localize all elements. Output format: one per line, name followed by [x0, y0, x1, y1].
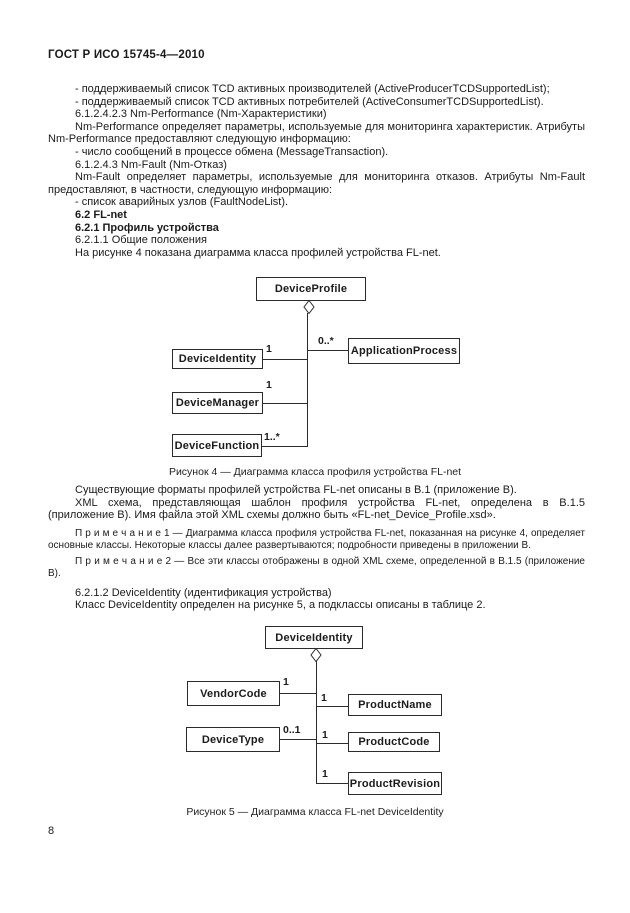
connector-devicemanager: [263, 403, 307, 404]
class-label: DeviceIdentity: [275, 631, 353, 644]
list-item: - число сообщений в процессе обмена (Mes…: [75, 145, 389, 158]
multiplicity-label: 1: [283, 676, 289, 688]
class-label: DeviceManager: [175, 397, 260, 409]
connector-devicetype: [280, 739, 316, 740]
class-box-vendorcode: VendorCode: [187, 681, 280, 706]
class-box-productname: ProductName: [348, 694, 442, 716]
heading-6-2-1-1: 6.2.1.1 Общие положения: [75, 234, 207, 247]
paragraph: Nm-Fault определяет параметры, используе…: [48, 171, 585, 196]
list-item: - поддерживаемый список TCD активных про…: [75, 83, 550, 95]
multiplicity-label: 1: [322, 768, 328, 780]
class-box-deviceidentity-root: DeviceIdentity: [265, 626, 363, 649]
text-block-middle: Существующие форматы профилей устройства…: [48, 484, 585, 612]
connector-applicationprocess: [307, 350, 348, 351]
multiplicity-label: 1: [321, 692, 327, 704]
multiplicity-label: 0..1: [283, 724, 301, 736]
aggregation-diamond-icon: [310, 648, 322, 662]
connector-productcode: [316, 743, 348, 744]
class-box-devicetype: DeviceType: [186, 727, 280, 752]
list-item: - список аварийных узлов (FaultNodeList)…: [75, 196, 289, 209]
running-header: ГОСТ Р ИСО 15745-4—2010: [48, 49, 205, 61]
multiplicity-label: 1: [266, 379, 272, 391]
note-1: П р и м е ч а н и е 1 — Диаграмма класса…: [48, 527, 585, 551]
class-label: DeviceType: [201, 733, 265, 746]
multiplicity-label: 1: [266, 343, 272, 355]
class-label: ProductRevision: [349, 777, 441, 790]
figure5-caption: Рисунок 5 — Диаграмма класса FL-net Devi…: [186, 806, 444, 818]
aggregation-trunk-line: [316, 661, 317, 784]
paragraph: Класс DeviceIdentity определен на рисунк…: [75, 599, 486, 612]
note-2: П р и м е ч а н и е 2 — Все эти классы о…: [48, 556, 585, 580]
page-number: 8: [48, 825, 55, 837]
class-box-productcode: ProductCode: [348, 732, 440, 752]
heading-6-2: 6.2 FL-net: [75, 208, 127, 221]
heading-6-1-2-4-2-3: 6.1.2.4.2.3 Nm-Performance (Nm-Характери…: [75, 108, 327, 121]
class-box-deviceidentity: DeviceIdentity: [172, 349, 263, 369]
aggregation-diamond-icon: [303, 300, 315, 314]
paragraph: XML схема, представляющая шаблон профиля…: [48, 496, 585, 522]
text-block-top: - поддерживаемый список TCD активных про…: [48, 83, 585, 259]
class-label: DeviceIdentity: [178, 353, 257, 365]
paragraph: Nm-Performance определяет параметры, исп…: [48, 120, 585, 146]
class-box-applicationprocess: ApplicationProcess: [348, 338, 460, 364]
multiplicity-label: 1: [322, 729, 328, 741]
figure5-class-diagram: DeviceIdentity VendorCode 1 DeviceType 0…: [48, 626, 585, 795]
figure4-caption: Рисунок 4 — Диаграмма класса профиля уст…: [168, 466, 462, 478]
class-label: ApplicationProcess: [350, 345, 458, 357]
class-label: VendorCode: [200, 687, 267, 700]
multiplicity-label: 0..*: [318, 335, 334, 347]
heading-6-2-1: 6.2.1 Профиль устройства: [75, 221, 219, 234]
class-box-devicemanager: DeviceManager: [172, 392, 263, 414]
list-item: - поддерживаемый список TCD активных пот…: [75, 95, 544, 108]
class-label: ProductCode: [358, 736, 430, 748]
connector-productname: [316, 706, 348, 707]
figure4-class-diagram: DeviceProfile DeviceIdentity 1 DeviceMan…: [48, 277, 585, 458]
multiplicity-label: 1..*: [264, 431, 280, 443]
connector-devicefunction: [262, 446, 308, 447]
connector-deviceidentity: [263, 359, 307, 360]
aggregation-trunk-line: [307, 313, 308, 446]
class-label: DeviceProfile: [274, 283, 348, 295]
paragraph: Существующие форматы профилей устройства…: [75, 484, 517, 496]
connector-productrevision: [316, 783, 348, 784]
class-label: ProductName: [358, 699, 432, 711]
class-box-productrevision: ProductRevision: [348, 772, 442, 795]
heading-6-1-2-4-3: 6.1.2.4.3 Nm-Fault (Nm-Отказ): [75, 158, 227, 171]
class-label: DeviceFunction: [174, 439, 260, 452]
heading-6-2-1-2: 6.2.1.2 DeviceIdentity (идентификация ус…: [75, 586, 332, 599]
class-box-deviceprofile: DeviceProfile: [256, 277, 366, 301]
connector-vendorcode: [280, 693, 316, 694]
class-box-devicefunction: DeviceFunction: [172, 434, 262, 457]
paragraph: На рисунке 4 показана диаграмма класса п…: [75, 246, 441, 259]
